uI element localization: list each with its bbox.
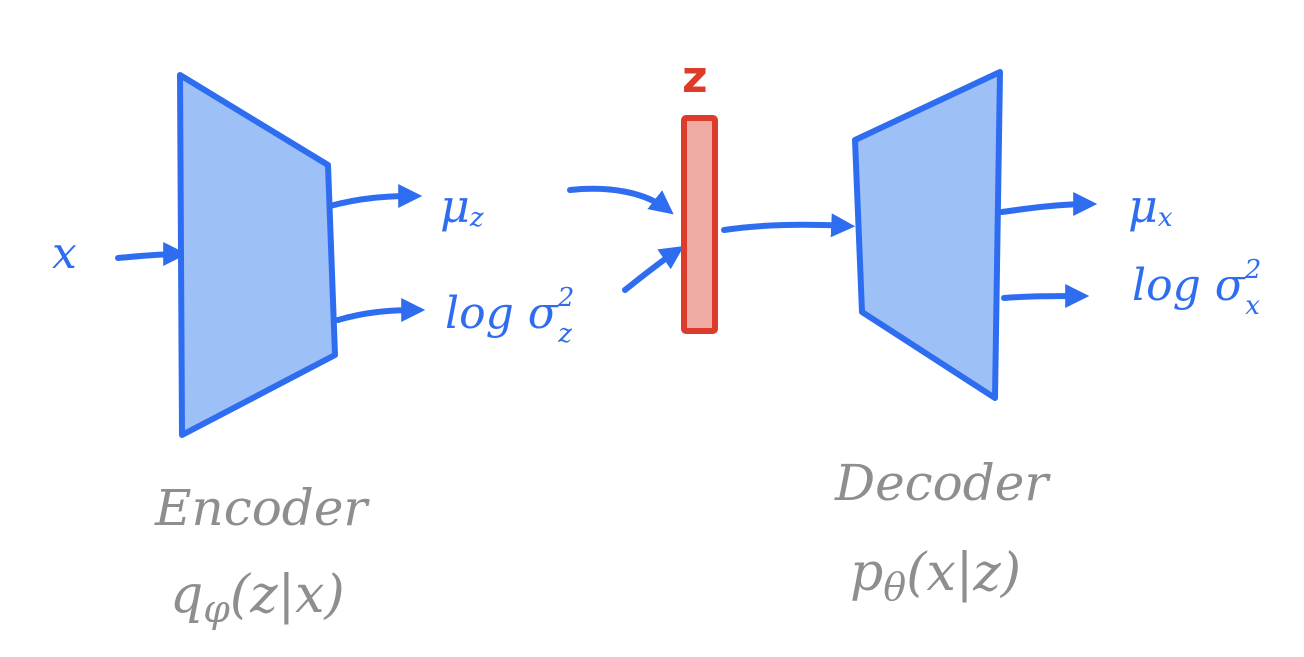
decoder-caption: Decoder [834,454,1051,512]
encoder-block [177,72,338,438]
encoder-mu-arrow [327,184,423,209]
input-arrow [115,242,188,267]
encoder-formula: qφ(z|x) [170,565,345,631]
decoder-formula: pθ(x|z) [850,543,1021,609]
encoder-mu-label: μz [440,179,484,233]
latent-vector [681,115,718,334]
decoder-block [852,69,1003,401]
latent-z-label: z [682,52,708,103]
encoder-caption: Encoder [154,479,370,537]
decoder-logvar-arrow [1001,284,1090,309]
decoder-mu-label: μx [1128,179,1173,233]
input-x-label: x [52,228,77,279]
logvar-to-latent-arrow [622,246,684,293]
latent-to-decoder-arrow [721,213,856,238]
decoder-mu-arrow [999,192,1098,217]
encoder-logvar-arrow [335,298,426,323]
mu-to-latent-arrow [567,185,674,215]
